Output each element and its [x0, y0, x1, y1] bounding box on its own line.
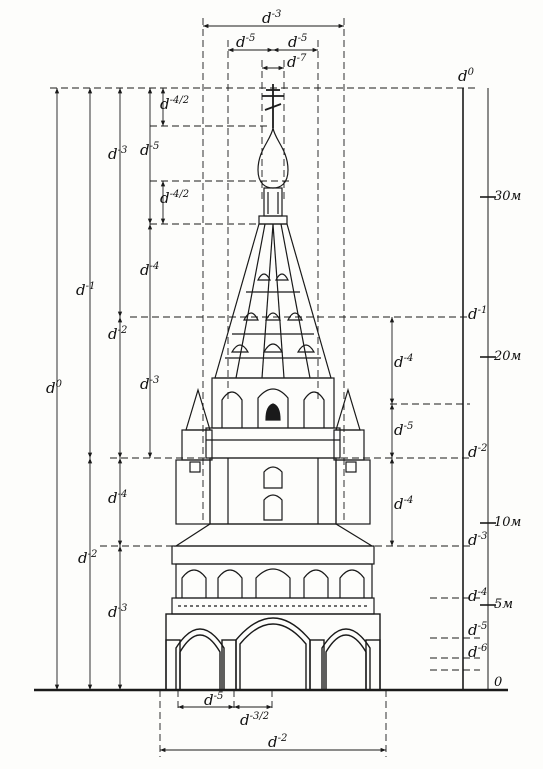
dim-d3-left-upper: d-3	[108, 145, 128, 163]
reference-lines	[50, 87, 480, 671]
dim-d0-left: d0	[46, 379, 62, 397]
dim-d5-top-right: d-5	[288, 33, 308, 51]
left-dimensions	[54, 88, 166, 690]
scale-5m: 5м	[494, 597, 514, 612]
dim-d5-bottom: d-5	[204, 691, 224, 709]
dim-d5-left-upper: d-5	[140, 141, 160, 159]
dim-d1-left: d-1	[76, 281, 96, 299]
tent-spire	[214, 223, 332, 379]
scale-0: 0	[494, 675, 503, 690]
dim-d4half-b: d-4/2	[160, 189, 190, 207]
dim-d2-bottom: d-2	[268, 733, 288, 751]
onion-dome	[257, 127, 289, 189]
scale-10m: 10м	[494, 515, 522, 530]
arcade-gallery	[171, 545, 375, 615]
scale-d3: d-3	[468, 531, 488, 549]
dim-d5-top-left: d-5	[236, 33, 256, 51]
scale-d4: d-4	[468, 587, 488, 605]
dim-d4-right-upper: d-4	[394, 353, 414, 371]
dim-d3-top: d-3	[262, 9, 282, 27]
dim-d2-left-lower: d-2	[78, 549, 98, 567]
middle-block	[209, 457, 337, 525]
scale-d2: d-2	[468, 443, 488, 461]
bell-tower	[165, 84, 381, 691]
scale-d1: d-1	[468, 305, 488, 323]
top-dimensions	[203, 23, 344, 71]
dim-d0-top: d0	[458, 67, 474, 85]
bottom-dimensions	[160, 704, 386, 753]
dim-d7-top: d-7	[287, 53, 307, 71]
bell-tier	[205, 377, 341, 459]
dim-d3-left-lower: d-3	[108, 603, 128, 621]
base-roof	[173, 523, 375, 547]
dim-d4-right-lower: d-4	[394, 495, 414, 513]
dim-d2-left-upper: d-2	[108, 325, 128, 343]
gate-arches	[165, 613, 381, 691]
scale-d5: d-5	[468, 621, 488, 639]
dim-d5-right: d-5	[394, 421, 414, 439]
scale-20m: 20м	[494, 349, 522, 364]
bell-icon	[265, 403, 281, 421]
cross	[262, 84, 284, 128]
scale-bar	[462, 88, 496, 690]
scale-d6: d-6	[468, 643, 488, 661]
projection-lines	[159, 18, 387, 757]
dim-d3-left-mid: d-3	[140, 375, 160, 393]
dim-d4-left-lower: d-4	[108, 489, 128, 507]
scale-30m: 30м	[494, 189, 522, 204]
dim-d3half-bottom: d-3/2	[240, 711, 270, 729]
dim-d4-left-mid: d-4	[140, 261, 160, 279]
dim-d4half-a: d-4/2	[160, 95, 190, 113]
